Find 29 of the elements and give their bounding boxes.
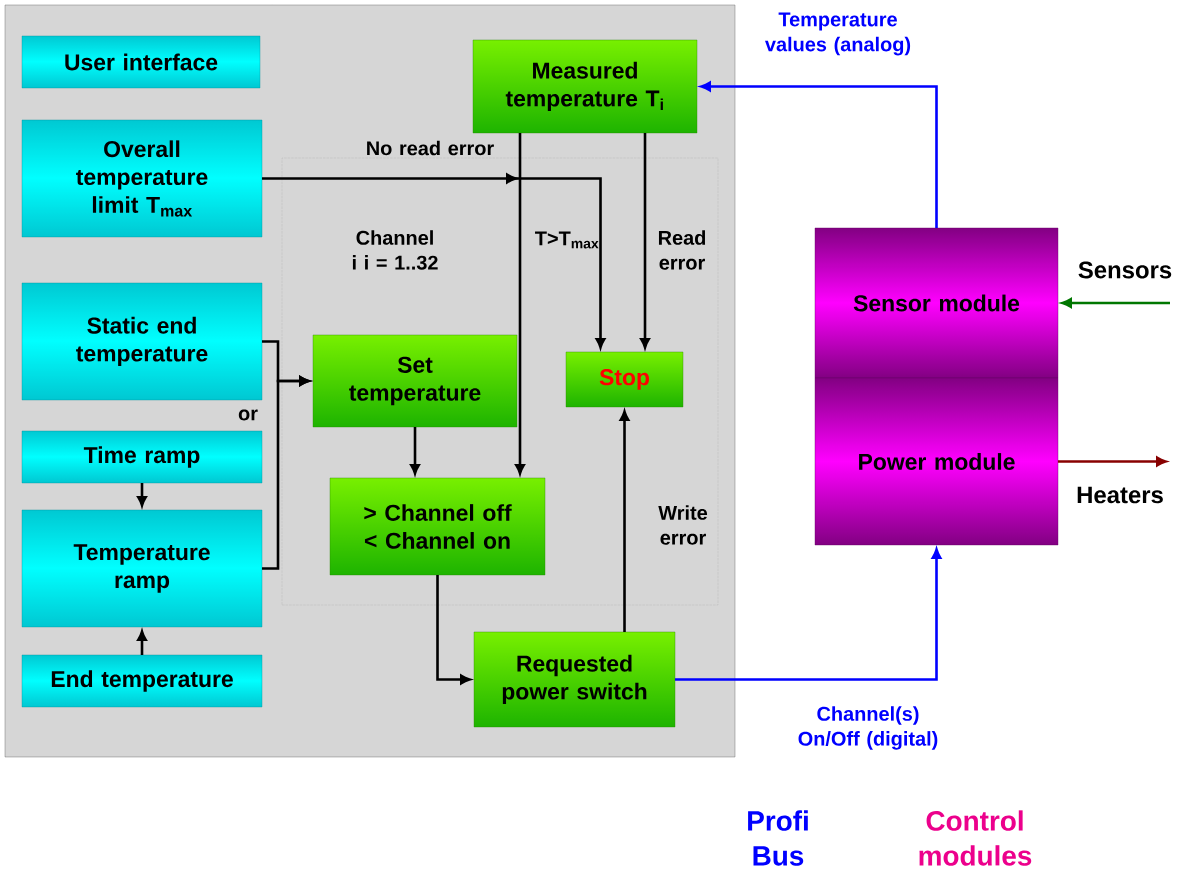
edge-label: Temperature values (analog) <box>765 12 911 56</box>
text-label: Control modules <box>919 810 1032 866</box>
process-box: Overall temperature limit T$_{max}$ <box>21 119 263 238</box>
arrow <box>1061 298 1170 308</box>
process-box: > Channel off < Channel on <box>329 477 546 576</box>
edge-label: Channel(s) On/Off (digital) <box>798 706 938 750</box>
process-box: Time ramp <box>21 430 263 484</box>
edge-label: Read error <box>658 230 706 270</box>
process-box: End temperature <box>21 654 263 708</box>
process-box: Measured temperature T$_{i}$ <box>472 39 698 134</box>
module-box: Power module <box>814 377 1059 546</box>
process-box: Requested power switch <box>473 631 676 728</box>
text-label: Profi Bus <box>748 810 808 866</box>
arrow <box>640 133 650 349</box>
process-box: Temperature ramp <box>21 509 263 628</box>
arrow <box>410 427 420 475</box>
process-box: User interface <box>21 35 261 89</box>
process-box: Static end temperature <box>21 282 263 401</box>
edge-label: No read error <box>367 140 494 156</box>
stop-box: Stop <box>565 351 684 408</box>
arrow <box>262 376 310 570</box>
text-label: or <box>238 409 258 421</box>
arrow <box>137 483 147 507</box>
text-label: Sensors <box>1078 261 1172 279</box>
arrow <box>137 630 147 655</box>
module-box: Sensor module <box>814 227 1059 379</box>
text-label: Heaters <box>1077 486 1163 504</box>
process-box: Set temperature <box>312 334 518 428</box>
edge-label: Write error <box>658 505 708 545</box>
